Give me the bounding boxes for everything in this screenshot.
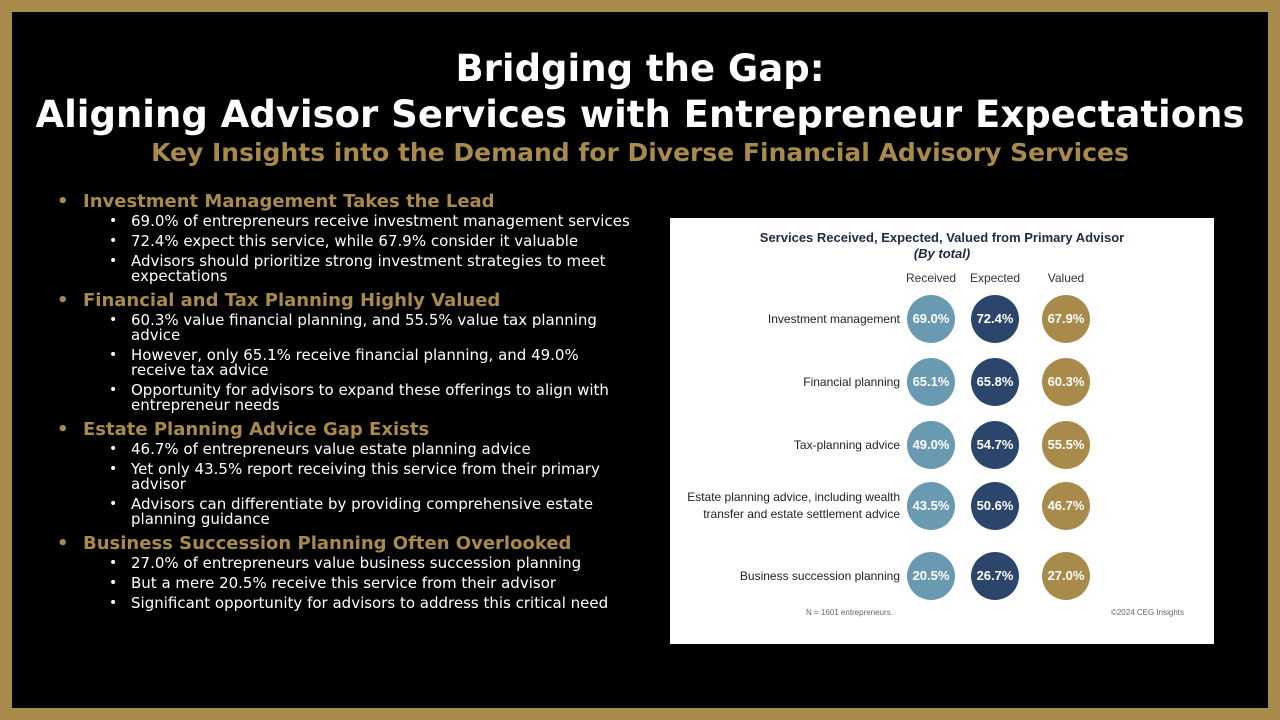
- sub-bullet-item: • But a mere 20.5% receive this service f…: [54, 576, 634, 591]
- slide-title-line1: Bridging the Gap:: [455, 47, 825, 90]
- sub-bullet-list: • 60.3% value financial planning, and 55.…: [54, 313, 634, 413]
- sub-bullet-item: • 69.0% of entrepreneurs receive investme…: [54, 214, 634, 229]
- sub-bullet-text: Significant opportunity for advisors to …: [131, 594, 609, 612]
- sub-bullet-item: • Yet only 43.5% report receiving this se…: [54, 462, 634, 492]
- sub-bullet-text: 27.0% of entrepreneurs value business su…: [131, 554, 582, 572]
- bullet-dot-icon: •: [109, 253, 118, 269]
- value-bubble-valued: 55.5%: [1042, 421, 1090, 469]
- slide: Bridging the Gap: Aligning Advisor Servi…: [12, 12, 1268, 708]
- bullet-list: •Investment Management Takes the Lead•69…: [54, 190, 634, 616]
- value-bubble-expected: 72.4%: [971, 295, 1019, 343]
- value-bubble-received: 49.0%: [907, 421, 955, 469]
- value-bubble-valued: 27.0%: [1042, 552, 1090, 600]
- value-bubble-received: 65.1%: [907, 358, 955, 406]
- sub-bullet-text: 72.4% expect this service, while 67.9% c…: [131, 232, 579, 250]
- section-heading-text: Estate Planning Advice Gap Exists: [83, 419, 430, 440]
- chart-copyright: ©2024 CEG Insights: [1110, 608, 1184, 617]
- sub-bullet-item: • Significant opportunity for advisors to…: [54, 596, 634, 611]
- value-bubble-valued: 60.3%: [1042, 358, 1090, 406]
- bullet-section: •Estate Planning Advice Gap Exists•46.7%…: [54, 418, 634, 527]
- bullet-dot-icon: •: [57, 533, 69, 554]
- sub-bullet-list: • 27.0% of entrepreneurs value business s…: [54, 556, 634, 611]
- column-header-valued: Valued: [1047, 271, 1085, 285]
- bullet-dot-icon: •: [109, 233, 118, 249]
- bullet-dot-icon: •: [57, 191, 69, 212]
- value-bubble-expected: 26.7%: [971, 552, 1019, 600]
- section-heading: • Investment Management Takes the Lead: [54, 190, 634, 214]
- section-heading-text: Business Succession Planning Often Overl…: [83, 533, 572, 554]
- value-bubble-received: 69.0%: [907, 295, 955, 343]
- row-label: Financial planning: [803, 375, 900, 389]
- bullet-dot-icon: •: [57, 290, 69, 311]
- sub-bullet-item: • 72.4% expect this service, while 67.9% …: [54, 234, 634, 249]
- sub-bullet-item: • 60.3% value financial planning, and 55.…: [54, 313, 634, 343]
- bullet-dot-icon: •: [109, 575, 118, 591]
- slide-subtitle: Key Insights into the Demand for Diverse…: [151, 138, 1129, 167]
- section-heading: • Business Succession Planning Often Over…: [54, 532, 634, 556]
- sub-bullet-item: • However, only 65.1% receive financial p…: [54, 348, 634, 378]
- chart-sample-note: N = 1601 entrepreneurs.: [806, 608, 893, 617]
- column-header-expected: Expected: [969, 271, 1021, 285]
- bullet-section: •Financial and Tax Planning Highly Value…: [54, 289, 634, 413]
- row-label: Business succession planning: [739, 569, 900, 583]
- sub-bullet-item: • Advisors should prioritize strong inves…: [54, 254, 634, 284]
- value-bubble-valued: 46.7%: [1042, 482, 1090, 530]
- sub-bullet-list: • 46.7% of entrepreneurs value estate pla…: [54, 442, 634, 527]
- section-heading-text: Financial and Tax Planning Highly Valued: [83, 290, 501, 311]
- row-label: Tax-planning advice: [793, 438, 900, 452]
- chart-title: Services Received, Expected, Valued from…: [759, 230, 1125, 245]
- sub-bullet-text: Advisors should prioritize strong invest…: [131, 252, 606, 285]
- value-bubble-expected: 50.6%: [971, 482, 1019, 530]
- bullet-section: •Investment Management Takes the Lead•69…: [54, 190, 634, 284]
- bullet-dot-icon: •: [57, 419, 69, 440]
- sub-bullet-text: Advisors can differentiate by providing …: [131, 495, 594, 528]
- sub-bullet-list: • 69.0% of entrepreneurs receive investme…: [54, 214, 634, 284]
- sub-bullet-text: 60.3% value financial planning, and 55.5…: [131, 311, 597, 344]
- row-label: Estate planning advice, including wealth…: [687, 490, 900, 521]
- sub-bullet-text: 46.7% of entrepreneurs value estate plan…: [131, 440, 531, 458]
- value-bubble-expected: 65.8%: [971, 358, 1019, 406]
- bullet-dot-icon: •: [109, 347, 118, 363]
- sub-bullet-text: Opportunity for advisors to expand these…: [131, 381, 609, 414]
- chart-subtitle: (By total): [913, 246, 971, 261]
- value-bubble-expected: 54.7%: [971, 421, 1019, 469]
- chart-card: Services Received, Expected, Valued from…: [670, 218, 1214, 644]
- sub-bullet-text: However, only 65.1% receive financial pl…: [131, 346, 579, 379]
- row-label: Investment management: [767, 312, 900, 326]
- section-heading: • Financial and Tax Planning Highly Value…: [54, 289, 634, 313]
- sub-bullet-text: Yet only 43.5% report receiving this ser…: [131, 460, 600, 493]
- value-bubble-valued: 67.9%: [1042, 295, 1090, 343]
- slide-title-line2: Aligning Advisor Services with Entrepren…: [35, 93, 1245, 136]
- column-header-received: Received: [905, 271, 957, 285]
- value-bubble-received: 43.5%: [907, 482, 955, 530]
- bullet-dot-icon: •: [109, 382, 118, 398]
- sub-bullet-item: • 27.0% of entrepreneurs value business s…: [54, 556, 634, 571]
- value-bubble-received: 20.5%: [907, 552, 955, 600]
- bullet-dot-icon: •: [109, 461, 118, 477]
- bullet-dot-icon: •: [109, 555, 118, 571]
- sub-bullet-text: 69.0% of entrepreneurs receive investmen…: [131, 212, 630, 230]
- section-heading: • Estate Planning Advice Gap Exists: [54, 418, 634, 442]
- bullet-dot-icon: •: [109, 441, 118, 457]
- sub-bullet-text: But a mere 20.5% receive this service fr…: [131, 574, 557, 592]
- section-heading-text: Investment Management Takes the Lead: [83, 191, 495, 212]
- bullet-dot-icon: •: [109, 213, 118, 229]
- bullet-dot-icon: •: [109, 595, 118, 611]
- sub-bullet-item: • 46.7% of entrepreneurs value estate pla…: [54, 442, 634, 457]
- sub-bullet-item: • Advisors can differentiate by providing…: [54, 497, 634, 527]
- bullet-dot-icon: •: [109, 312, 118, 328]
- bullet-dot-icon: •: [109, 496, 118, 512]
- sub-bullet-item: • Opportunity for advisors to expand thes…: [54, 383, 634, 413]
- bullet-section: •Business Succession Planning Often Over…: [54, 532, 634, 611]
